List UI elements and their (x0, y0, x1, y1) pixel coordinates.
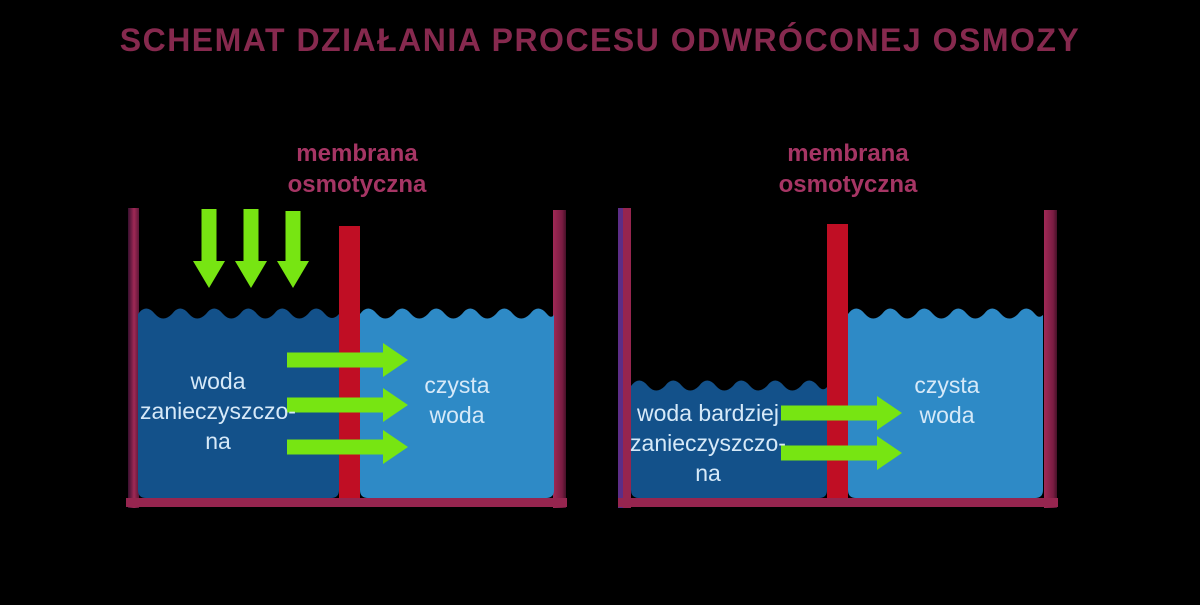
pressure-arrows (193, 209, 309, 288)
diagram-title: SCHEMAT DZIAŁANIA PROCESU ODWRÓCONEJ OSM… (119, 22, 1081, 58)
left-container-wall-left (128, 208, 139, 508)
left-flow-arrows (287, 343, 408, 464)
left-feed-water-label: woda zanieczyszczo- na (140, 368, 296, 454)
right-container-wall-left (618, 208, 631, 508)
membrane-label-right: membrana osmotyczna (778, 140, 918, 198)
left-clean-water (360, 308, 554, 498)
left-clean-water-label: czysta woda (424, 372, 490, 428)
right-feed-water-label: woda bardziej zanieczyszczo- na (630, 400, 786, 486)
left-container-bottom (126, 498, 567, 507)
right-flow-arrows (781, 396, 902, 470)
left-container-wall-right (553, 210, 566, 508)
membrane-label-left: membrana osmotyczna (287, 140, 427, 198)
right-feed-water (631, 380, 827, 498)
right-container-bottom (618, 498, 1058, 507)
right-membrane-bar (827, 224, 848, 498)
right-clean-water-label: czysta woda (914, 372, 980, 428)
right-container-wall-right (1044, 210, 1057, 508)
